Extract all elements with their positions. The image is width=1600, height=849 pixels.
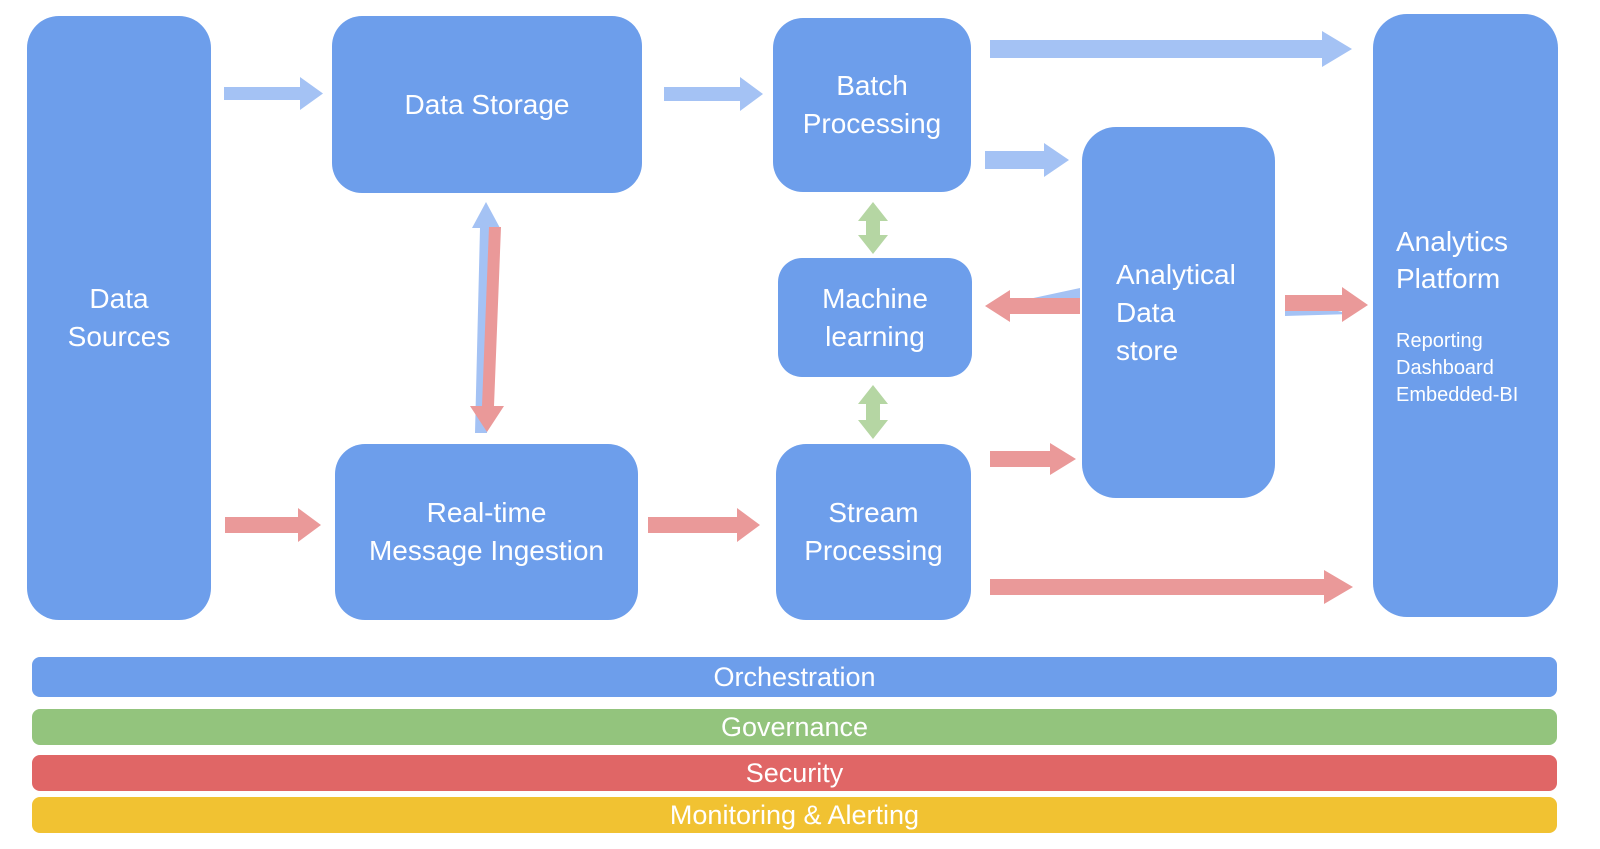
node-label: Processing: [802, 108, 942, 139]
layer-bar-security: Security: [32, 755, 1557, 791]
layer-bar-label: Security: [745, 757, 844, 788]
arrow-data-storage-to-batch-processing: [664, 77, 763, 111]
node-label: Machine: [822, 282, 928, 314]
layer-bar-label: Governance: [720, 711, 869, 742]
node-realtime-message-ingestion: Real-time Message Ingestion: [335, 444, 638, 620]
node-label: Analytical: [1116, 258, 1236, 290]
node-sublabel: Reporting: [1396, 329, 1483, 352]
arrow-analytical-data-store-to-machine-learning: [985, 290, 1080, 322]
arrow-data-storage-to-realtime-ingestion-down: [470, 227, 504, 432]
node-data-sources: Data Sources: [27, 16, 211, 620]
arrow-batch-processing-to-analytical-data-store: [985, 143, 1069, 177]
arrow-stream-processing-to-analytical-data-store: [990, 443, 1076, 475]
node-label: Batch: [836, 70, 908, 101]
node-label: Sources: [67, 321, 171, 352]
layer-bar-monitoring-alerting: Monitoring & Alerting: [32, 797, 1557, 833]
node-label: Stream: [828, 497, 919, 528]
node-stream-processing: Stream Processing: [776, 444, 971, 620]
node-label: Processing: [804, 535, 943, 566]
node-label: Real-time: [426, 497, 547, 528]
node-label: Analytics: [1396, 225, 1509, 257]
node-analytics-platform: Analytics Platform Reporting Dashboard E…: [1373, 14, 1558, 617]
node-label: Platform: [1396, 262, 1501, 294]
node-label: store: [1116, 334, 1179, 366]
node-label: Data: [89, 283, 149, 314]
layer-bar-label: Orchestration: [713, 661, 876, 692]
layer-bar-governance: Governance: [32, 709, 1557, 745]
arrow-batch-processing-machine-learning-bidirectional: [858, 202, 888, 254]
arrow-stream-processing-to-analytics-platform: [990, 570, 1353, 604]
arrow-realtime-ingestion-to-stream-processing: [648, 508, 760, 542]
node-label: learning: [825, 320, 925, 352]
node-data-storage: Data Storage: [332, 16, 642, 193]
arrow-data-sources-to-data-storage: [224, 77, 323, 110]
node-batch-processing: Batch Processing: [773, 18, 971, 192]
node-label: Data: [1116, 296, 1176, 328]
node-analytical-data-store: Analytical Data store: [1082, 127, 1275, 498]
arrow-machine-learning-stream-processing-bidirectional: [858, 385, 888, 439]
node-machine-learning: Machine learning: [778, 258, 972, 377]
node-label: Data Storage: [404, 88, 570, 120]
layer-bar-orchestration: Orchestration: [32, 657, 1557, 697]
arrow-batch-processing-to-analytics-platform: [990, 31, 1352, 67]
node-sublabel: Embedded-BI: [1396, 383, 1519, 406]
node-label: Message Ingestion: [368, 535, 605, 566]
layer-bar-label: Monitoring & Alerting: [669, 799, 920, 830]
arrow-analytical-data-store-to-analytics-platform: [1285, 287, 1368, 322]
arrow-data-sources-to-realtime-ingestion: [225, 508, 321, 542]
node-sublabel: Dashboard: [1396, 356, 1494, 379]
